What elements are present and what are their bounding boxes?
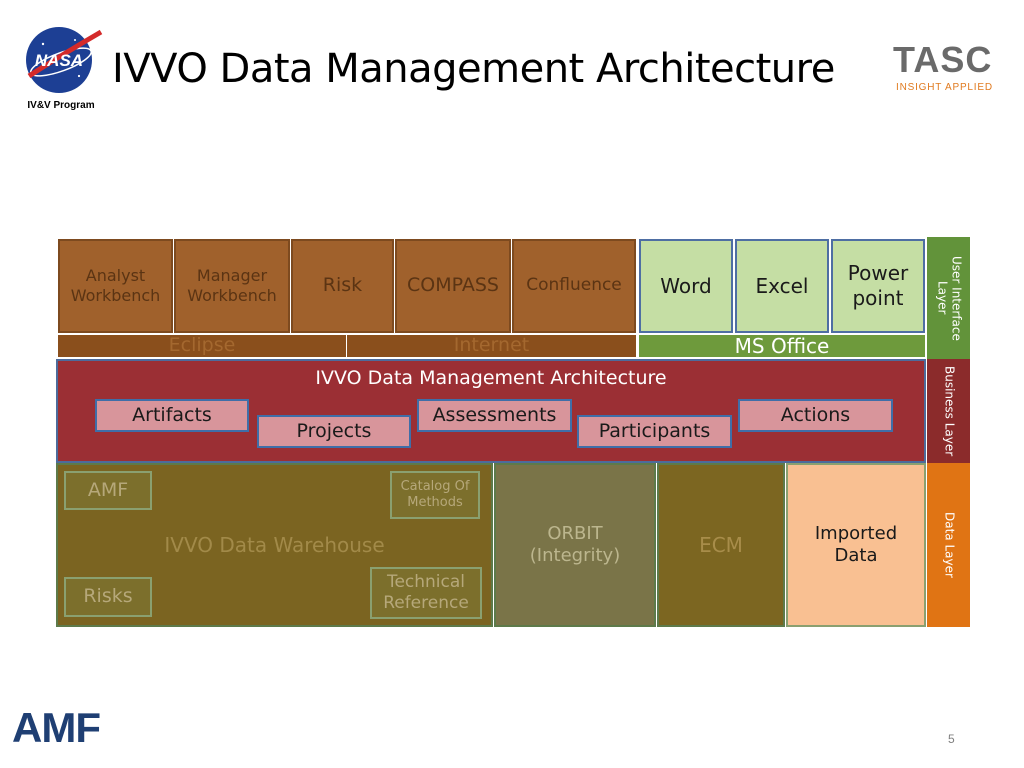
- block-label: Workbench: [70, 286, 161, 305]
- excel-block: Excel: [735, 239, 829, 333]
- box-label: Reference: [383, 593, 469, 613]
- confluence-block: Confluence: [512, 239, 636, 333]
- ui-layer-label: User Interface Layer: [927, 237, 970, 359]
- eclipse-bar: Eclipse: [58, 334, 346, 357]
- assessments-box: Assessments: [417, 399, 572, 432]
- nasa-program-label: IV&V Program: [27, 100, 95, 111]
- box-label: Catalog Of: [400, 478, 470, 494]
- bar-label: MS Office: [734, 333, 830, 358]
- block-label: (Integrity): [529, 545, 621, 566]
- nasa-logo: NASA: [23, 24, 103, 96]
- block-label: Data: [834, 545, 878, 566]
- block-label: Manager: [196, 266, 268, 285]
- business-layer-label: Business Layer: [927, 359, 970, 463]
- amf-logo: AMF: [12, 704, 101, 751]
- box-label: Actions: [780, 403, 851, 426]
- block-label: Excel: [755, 273, 809, 298]
- ms-office-bar: MS Office: [639, 333, 925, 358]
- artifacts-box: Artifacts: [95, 399, 249, 432]
- block-label: Analyst: [85, 266, 146, 285]
- block-label: COMPASS: [407, 274, 499, 297]
- page-title: IVVO Data Management Architecture: [112, 46, 835, 92]
- compass-block: COMPASS: [395, 239, 511, 333]
- page-number: 5: [948, 732, 955, 746]
- layer-label-text: Data Layer: [942, 512, 957, 578]
- nasa-logo-text: NASA: [35, 51, 83, 70]
- data-layer-label: Data Layer: [927, 463, 970, 627]
- risk-block: Risk: [291, 239, 394, 333]
- participants-box: Participants: [577, 415, 732, 448]
- block-label: point: [852, 286, 904, 310]
- tasc-tagline: INSIGHT APPLIED: [896, 82, 993, 93]
- tasc-logo: TASC INSIGHT APPLIED: [893, 40, 1008, 96]
- layer-label-text: Business Layer: [942, 365, 957, 457]
- block-label: Imported: [814, 522, 898, 544]
- projects-box: Projects: [257, 415, 411, 448]
- block-label: Workbench: [187, 286, 277, 305]
- business-layer-title: IVVO Data Management Architecture: [315, 367, 667, 389]
- data-warehouse-label: IVVO Data Warehouse: [164, 532, 385, 557]
- block-label: Word: [660, 273, 712, 298]
- box-label: Methods: [407, 495, 463, 510]
- word-block: Word: [639, 239, 733, 333]
- box-label: Technical: [386, 571, 466, 592]
- layer-label-text: User Interface Layer: [935, 255, 964, 341]
- box-label: Artifacts: [132, 403, 212, 426]
- bar-label: Internet: [453, 334, 530, 357]
- bar-label: Eclipse: [168, 334, 236, 357]
- box-label: Risks: [83, 585, 133, 608]
- box-label: AMF: [87, 478, 129, 501]
- orbit-block: ORBIT(Integrity): [494, 463, 656, 627]
- block-label: ECM: [699, 532, 743, 557]
- box-label: Assessments: [432, 403, 557, 426]
- box-label: Projects: [296, 419, 372, 442]
- block-label: Power: [847, 261, 909, 285]
- block-label: Confluence: [526, 275, 622, 296]
- actions-box: Actions: [738, 399, 893, 432]
- risks-box: Risks: [64, 577, 152, 617]
- block-label: Risk: [322, 274, 363, 297]
- ecm-block: ECM: [657, 463, 785, 627]
- tasc-logo-text: TASC: [893, 39, 993, 80]
- amf-box: AMF: [64, 471, 152, 510]
- box-label: Participants: [598, 419, 711, 442]
- internet-bar: Internet: [347, 334, 636, 357]
- block-label: ORBIT: [547, 522, 603, 544]
